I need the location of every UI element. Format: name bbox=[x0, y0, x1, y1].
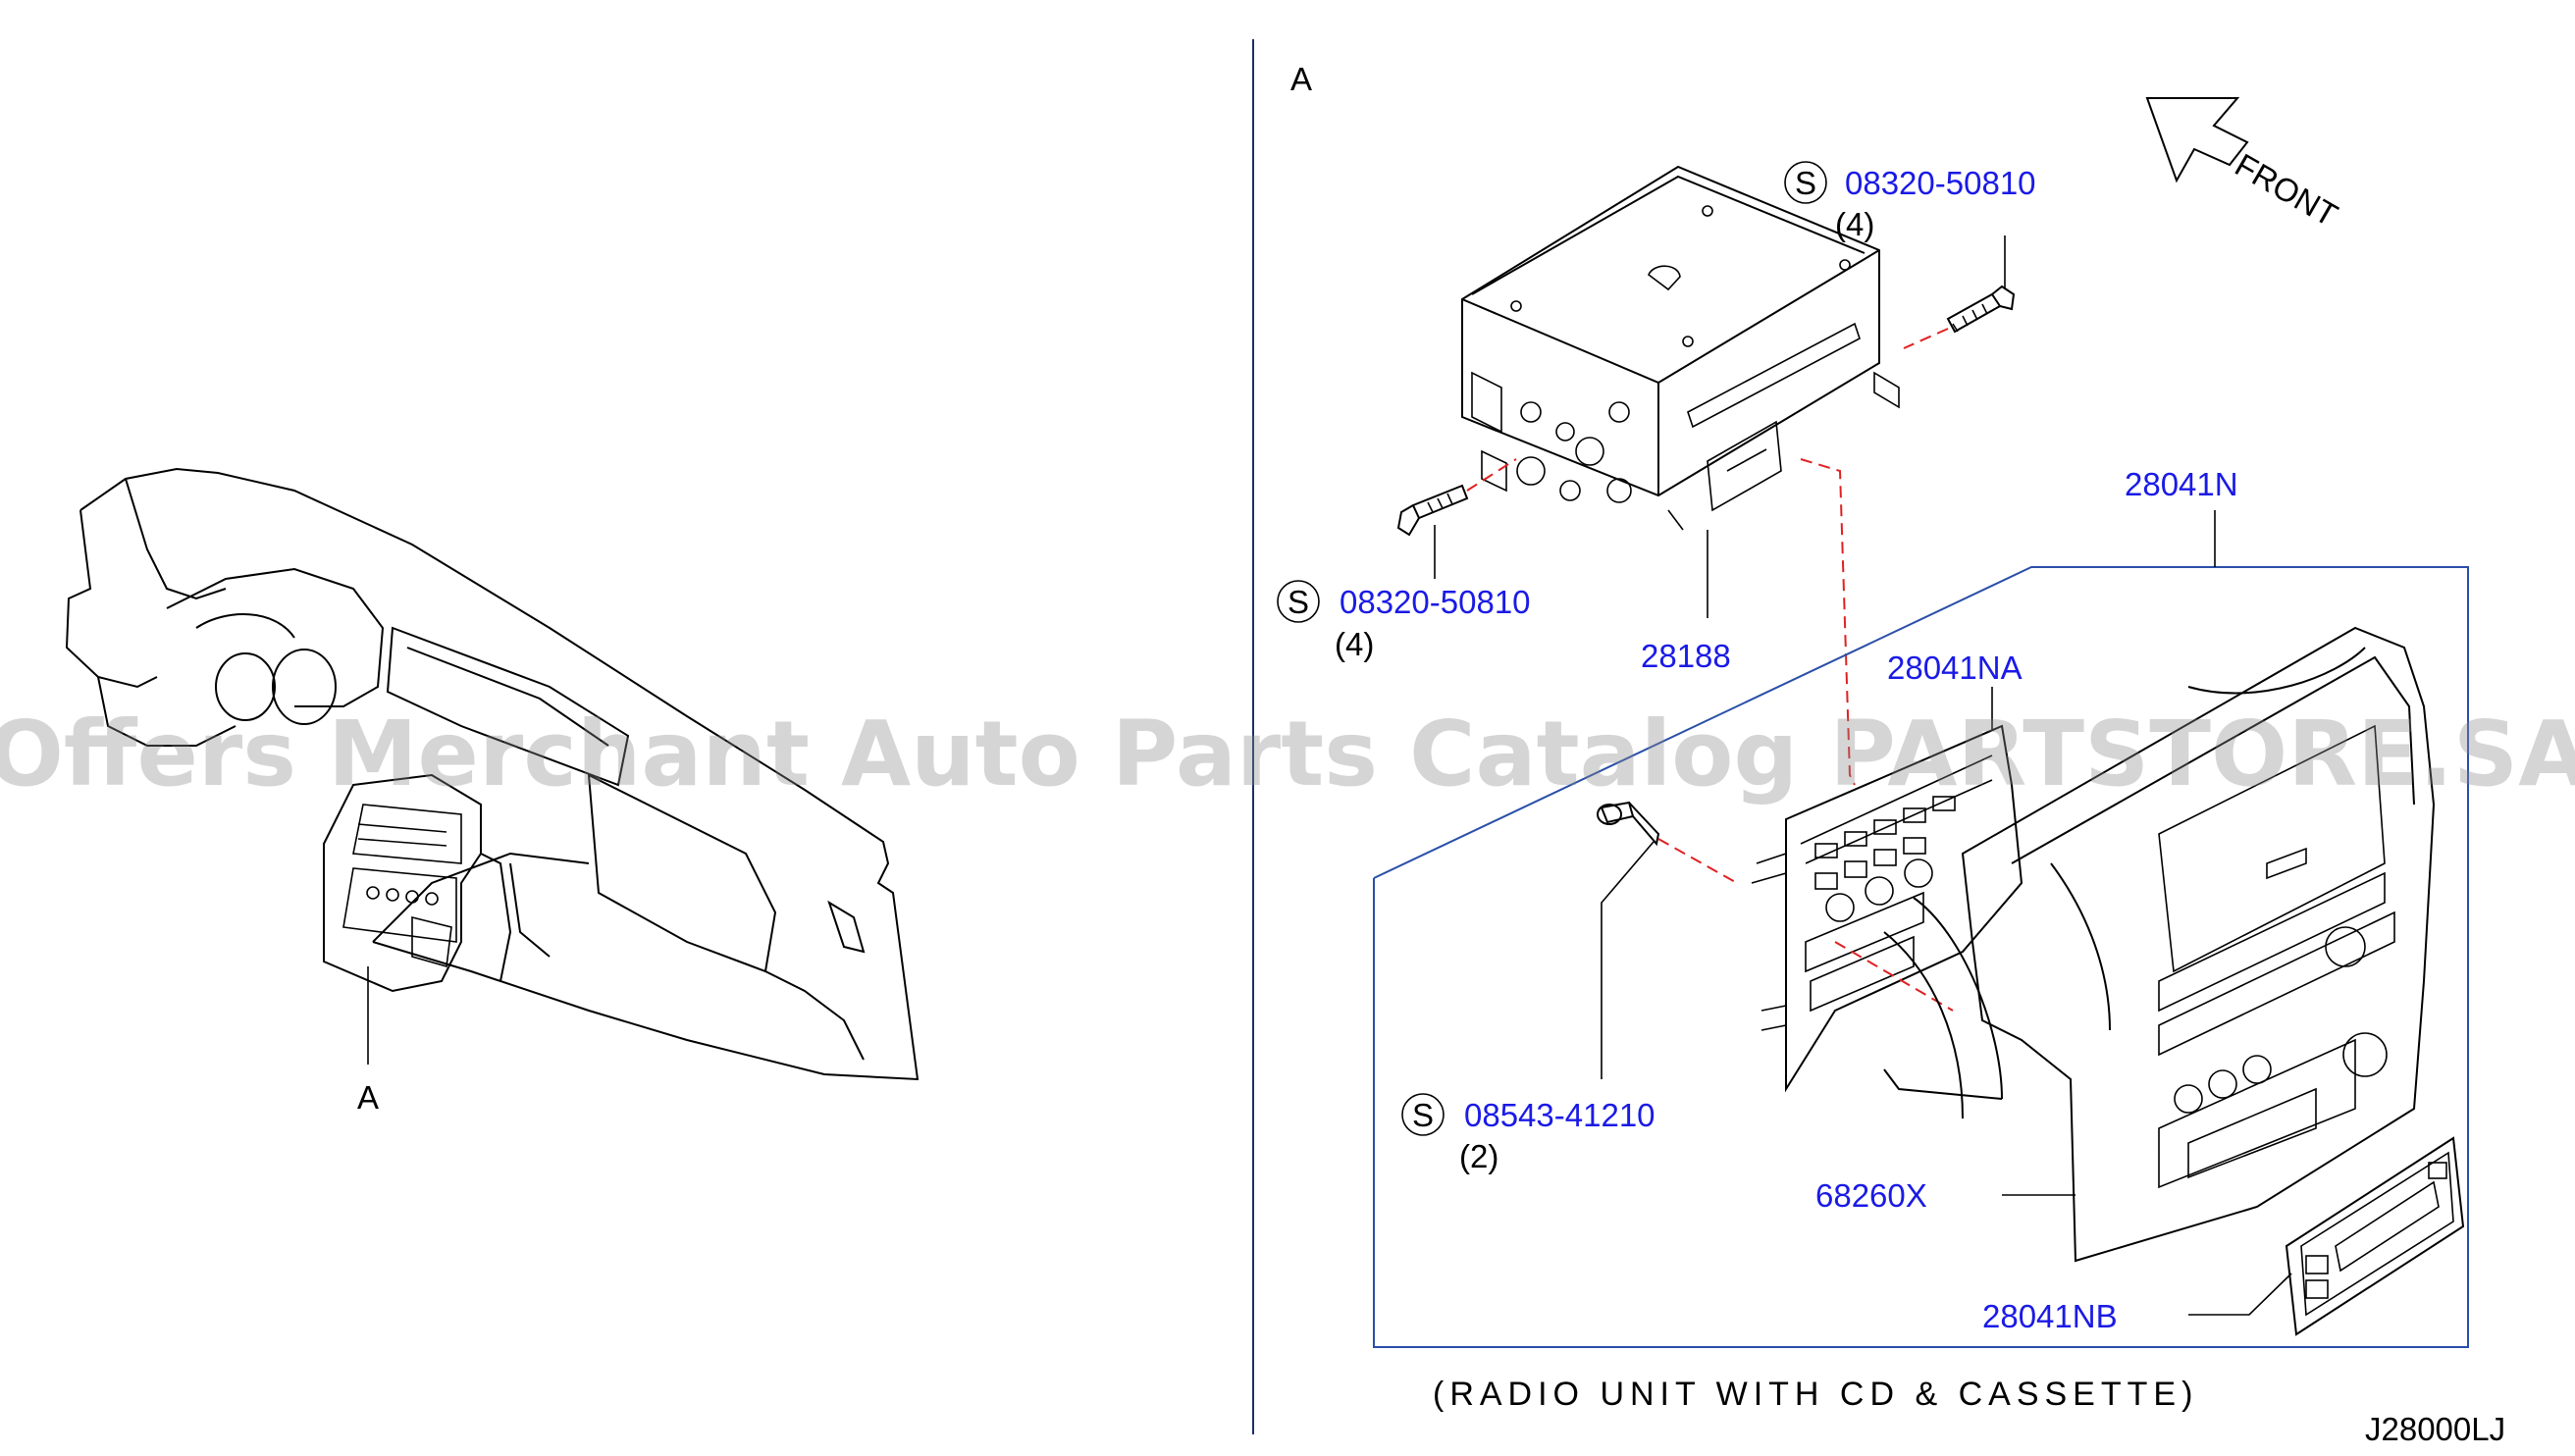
screw-bottom-part[interactable]: 08543-41210 bbox=[1464, 1097, 1655, 1133]
screw-left-part[interactable]: 08320-50810 bbox=[1340, 584, 1531, 620]
screw-bottom-symbol: S bbox=[1412, 1097, 1434, 1133]
view-label-left: A bbox=[357, 1079, 379, 1116]
front-arrow-icon bbox=[2145, 97, 2249, 183]
screw-left-s-badge bbox=[1277, 580, 1320, 623]
view-label-right: A bbox=[1290, 61, 1312, 97]
panel-28041NB-drawing bbox=[2285, 1136, 2465, 1336]
radio-unit-28188-drawing bbox=[1461, 165, 1900, 531]
screw-top-right-part[interactable]: 08320-50810 bbox=[1845, 165, 2036, 201]
front-label: FRONT bbox=[2230, 146, 2344, 234]
part-68260X-label[interactable]: 68260X bbox=[1815, 1177, 1927, 1214]
part-28041NA-label[interactable]: 28041NA bbox=[1887, 650, 2023, 686]
screw-top-right-icon bbox=[1946, 285, 2016, 334]
part-28041NB-label[interactable]: 28041NB bbox=[1982, 1298, 2118, 1334]
screw-top-right-qty: (4) bbox=[1835, 206, 1874, 242]
screw-bottom-qty: (2) bbox=[1459, 1138, 1498, 1174]
diagram-caption: (RADIO UNIT WITH CD & CASSETTE) bbox=[1433, 1376, 2198, 1413]
screw-top-right-s-badge bbox=[1784, 161, 1827, 204]
assembly-frame-28041N bbox=[1373, 566, 2469, 1348]
control-panel-28041NA-drawing bbox=[1751, 724, 2023, 1093]
screw-bottom-icon bbox=[1597, 801, 1660, 847]
dashboard-overview-drawing bbox=[65, 467, 920, 1081]
screw-left-qty: (4) bbox=[1335, 626, 1374, 662]
diagram-code: J28000LJ bbox=[2365, 1411, 2505, 1447]
part-28041N-label[interactable]: 28041N bbox=[2125, 466, 2238, 502]
finisher-panel-68260X-drawing bbox=[1883, 626, 2436, 1263]
part-28188-label[interactable]: 28188 bbox=[1641, 638, 1731, 674]
screw-bottom-s-badge bbox=[1401, 1093, 1445, 1136]
screw-left-icon bbox=[1396, 484, 1469, 537]
screw-top-right-symbol: S bbox=[1795, 165, 1816, 201]
watermark: Offers Merchant Auto Parts Catalog PARTS… bbox=[0, 702, 2575, 806]
screw-left-symbol: S bbox=[1288, 584, 1309, 620]
